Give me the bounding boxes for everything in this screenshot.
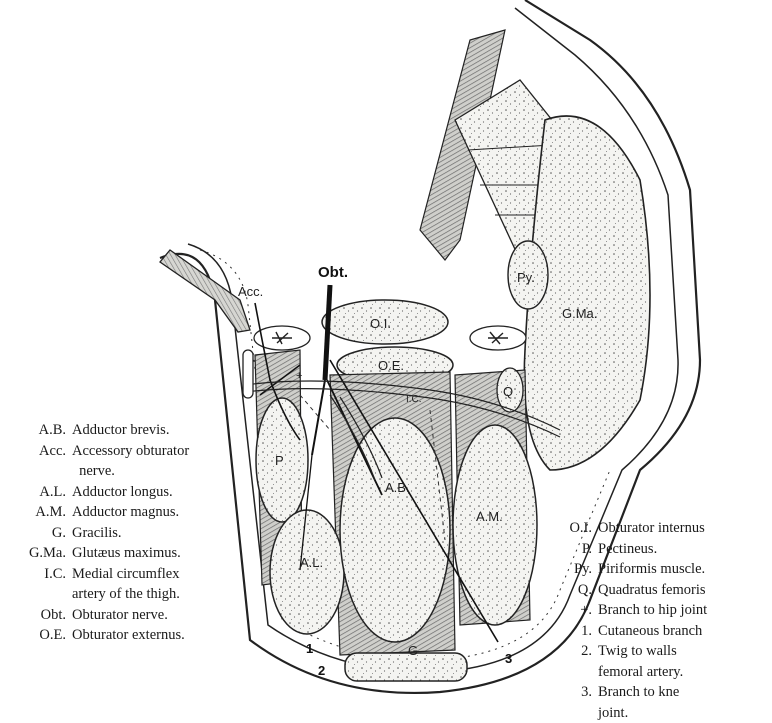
label-num-1: 1 (306, 641, 313, 656)
legend-desc: Adductor magnus. (72, 502, 232, 523)
legend-abbr: O.E. (0, 625, 72, 646)
legend-desc: Glutæus maximus. (72, 543, 232, 564)
legend-abbr: I.C. (0, 564, 72, 585)
legend-desc: Obturator externus. (72, 625, 232, 646)
legend-row: I.C.Medial circumflex (0, 564, 232, 585)
legend-left: A.B.Adductor brevis. Acc.Accessory obtur… (0, 420, 232, 646)
legend-row: Q.Quadratus femoris (552, 580, 772, 601)
label-g: G (408, 643, 418, 658)
adductor-longus (270, 510, 344, 634)
legend-desc-cont: nerve. (79, 461, 115, 482)
label-obt: Obt. (318, 264, 348, 281)
label-oe: O.E. (378, 358, 404, 373)
legend-abbr: A.L. (0, 482, 72, 503)
legend-abbr: Py. (552, 559, 598, 580)
legend-desc: Obturator nerve. (72, 605, 232, 626)
legend-continuation: femoral artery. (552, 662, 772, 683)
legend-continuation: artery of the thigh. (0, 584, 232, 605)
label-am: A.M. (476, 509, 503, 524)
label-oi: O.I. (370, 316, 391, 331)
adductor-magnus (453, 425, 537, 625)
legend-desc: Gracilis. (72, 523, 232, 544)
adductor-brevis (340, 418, 450, 642)
legend-row: Py.Piriformis muscle. (552, 559, 772, 580)
legend-desc-cont: femoral artery. (598, 662, 683, 683)
legend-continuation: nerve. (0, 461, 232, 482)
legend-row: O.I.Obturator internus (552, 518, 772, 539)
pubic-bone (160, 250, 250, 332)
legend-desc-cont: joint. (598, 703, 628, 723)
legend-abbr: Obt. (0, 605, 72, 626)
legend-desc: Obturator internus (598, 518, 772, 539)
label-al: A.L. (300, 555, 323, 570)
legend-row: Acc.Accessory obturator (0, 441, 232, 462)
legend-desc: Branch to hip joint (598, 600, 772, 621)
legend-row: 1.Cutaneous branch (552, 621, 772, 642)
legend-continuation: joint. (552, 703, 772, 723)
label-py: Py. (517, 270, 535, 285)
legend-desc: Piriformis muscle. (598, 559, 772, 580)
legend-abbr: +. (552, 600, 598, 621)
label-p: P (275, 453, 284, 468)
legend-row: A.B.Adductor brevis. (0, 420, 232, 441)
gracilis (345, 653, 467, 681)
legend-abbr: A.M. (0, 502, 72, 523)
legend-abbr: P. (552, 539, 598, 560)
femoral-vessel (243, 350, 253, 398)
legend-row: 2.Twig to walls (552, 641, 772, 662)
legend-abbr: Q. (552, 580, 598, 601)
label-q: Q (503, 384, 513, 399)
legend-desc: Adductor longus. (72, 482, 232, 503)
legend-desc: Adductor brevis. (72, 420, 232, 441)
legend-abbr: Acc. (0, 441, 72, 462)
legend-row: G.Ma.Glutæus maximus. (0, 543, 232, 564)
legend-row: P.Pectineus. (552, 539, 772, 560)
legend-desc: Branch to kne (598, 682, 772, 703)
legend-row: G.Gracilis. (0, 523, 232, 544)
legend-row: A.L.Adductor longus. (0, 482, 232, 503)
legend-right: O.I.Obturator internus P.Pectineus. Py.P… (552, 518, 772, 723)
label-acc: Acc. (238, 284, 263, 299)
label-num-2: 2 (318, 663, 325, 678)
legend-desc: Accessory obturator (72, 441, 232, 462)
legend-desc: Pectineus. (598, 539, 772, 560)
label-plus: + (296, 370, 302, 382)
legend-abbr: 1. (552, 621, 598, 642)
legend-desc: Cutaneous branch (598, 621, 772, 642)
legend-abbr: A.B. (0, 420, 72, 441)
legend-abbr: 3. (552, 682, 598, 703)
legend-desc: Twig to walls (598, 641, 772, 662)
legend-row: 3.Branch to kne (552, 682, 772, 703)
label-gma: G.Ma. (562, 306, 597, 321)
label-ic: I.C. (406, 394, 422, 405)
legend-desc-cont: artery of the thigh. (72, 584, 180, 605)
label-ab: A.B. (385, 480, 410, 495)
legend-row: Obt.Obturator nerve. (0, 605, 232, 626)
legend-abbr: 2. (552, 641, 598, 662)
legend-row: A.M.Adductor magnus. (0, 502, 232, 523)
legend-desc: Quadratus femoris (598, 580, 772, 601)
legend-abbr: O.I. (552, 518, 598, 539)
legend-row: O.E.Obturator externus. (0, 625, 232, 646)
legend-desc: Medial circumflex (72, 564, 232, 585)
legend-abbr: G. (0, 523, 72, 544)
label-num-3: 3 (505, 651, 512, 666)
legend-abbr: G.Ma. (0, 543, 72, 564)
legend-row: +.Branch to hip joint (552, 600, 772, 621)
